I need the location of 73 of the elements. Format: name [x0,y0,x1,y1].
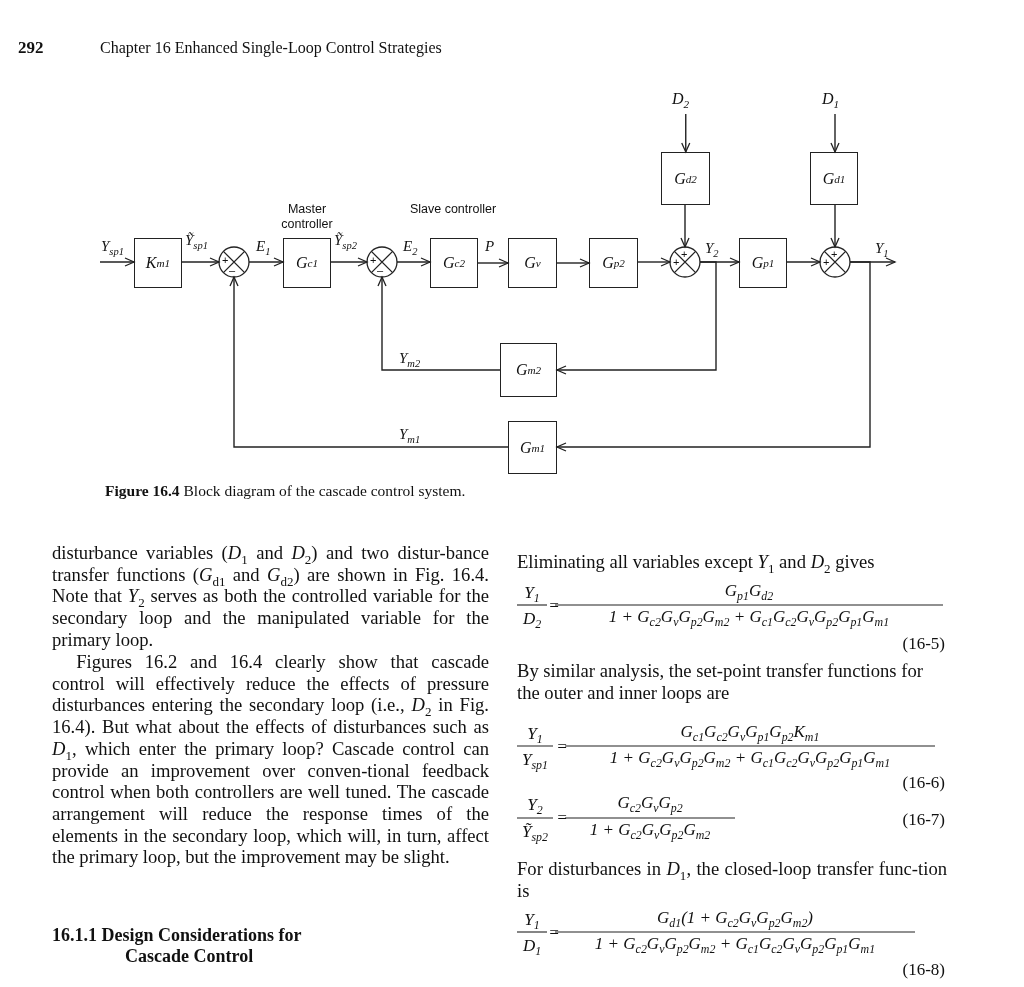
body-paragraph: By similar analysis, the set-point transfer functions for the outer and inner loops are [517,660,924,704]
equation-term: G$_{c2}$G$_{v}$G$_{p2}$ [616,793,684,813]
page-number: 292 [18,38,44,58]
summing-junction [819,246,851,278]
equation-term: Ỹ$_{sp2}$ [521,822,549,842]
arrow [830,204,840,248]
arrow [229,276,509,448]
equation-term: 1 + G$_{c2}$G$_{v}$G$_{p2}$G$_{m2}$ + G$_{c1}$G$_{c2}$G$_{v}$G$_{p2}$G$_{p1}$G$_{m1}$ [608,748,892,768]
controller-caption: Slave controller [408,202,498,217]
equation-term: Y$_{2}$ [526,795,544,815]
arrow [99,257,135,267]
arrow [556,258,590,268]
arrow [556,261,871,452]
edge-label: E$_{2}$ [402,238,419,254]
equals-sign: = [548,596,560,616]
sign-label: + [370,255,377,266]
equation-term: Y$_{sp1}$ [521,750,549,770]
equation-term: D$_{1}$ [521,936,543,956]
disturbance-label: D$_{1}$ [822,90,840,108]
edge-label: P [484,238,496,254]
equation-number: (16-7) [901,810,945,830]
summing-junction [218,246,250,278]
arrow [680,204,690,248]
sign-label: – [377,265,384,276]
equals-sign: = [556,808,568,828]
sign-label: + [673,257,680,268]
arrow [477,258,509,268]
sign-label: + [681,249,688,260]
sign-label: + [823,257,830,268]
edge-label: Y$_{1}$ [874,240,890,256]
body-paragraph: Figures 16.2 and 16.4 clearly show that cascade control will effectively reduce the effects of pressure disturbances entering the secondary loop (i.e., D$_{2}$ in Fig. 16.4). But what about the effects of disturbances such as D$_{1}$, which enter the primary loop? Cascade control can provide an improvement over conven-tional feedback control when both controllers are well tuned. The cascade arrangement will reduce the response times of the elements in the secondary loop, which will, in turn, affect the primary loop, but the improvement may be slight. [52,651,489,869]
disturbance-label: D$_{2}$ [672,90,690,108]
equals-sign: = [556,737,568,757]
edge-label: Y$_{m1}$ [398,426,422,442]
equals-sign: = [548,923,560,943]
equation-term: 1 + G$_{c2}$G$_{v}$G$_{p2}$G$_{m2}$ [588,820,712,840]
equation-term: Y$_{1}$ [523,910,541,930]
sign-label: + [831,249,838,260]
body-paragraph: For disturbances in D$_{1}$, the closed-loop transfer func-tion is [517,858,947,902]
equation-term: D$_{2}$ [521,609,543,629]
edge-label: Y$_{m2}$ [398,350,422,366]
equation-term: Y$_{1}$ [523,583,541,603]
arrow [786,257,821,267]
equation-term: G$_{d1}$(1 + G$_{c2}$G$_{v}$G$_{p2}$G$_{m2}$) [655,908,815,928]
summing-junction [669,246,701,278]
arrow [830,113,840,153]
section-heading: 16.1.1 Design Considerations for Cascade Control [52,925,303,967]
arrow [637,257,671,267]
arrow [330,257,368,267]
equation-number: (16-8) [901,960,945,980]
summing-junction [366,246,398,278]
equation-term: G$_{c1}$G$_{c2}$G$_{v}$G$_{p1}$G$_{p2}$K$_{m1}$ [679,722,821,742]
edge-label: Y$_{2}$ [704,240,720,256]
equation-term: 1 + G$_{c2}$G$_{v}$G$_{p2}$G$_{m2}$ + G$_{c1}$G$_{c2}$G$_{v}$G$_{p2}$G$_{p1}$G$_{m1}$ [593,934,877,954]
arrow [556,261,717,375]
arrow [396,257,431,267]
controller-caption: Master controller [280,202,334,232]
equation-term: 1 + G$_{c2}$G$_{v}$G$_{p2}$G$_{m2}$ + G$_{c1}$G$_{c2}$G$_{v}$G$_{p2}$G$_{p1}$G$_{m1}$ [607,607,891,627]
equation-number: (16-6) [901,773,945,793]
sign-label: – [229,265,236,276]
body-paragraph: Eliminating all variables except Y$_{1}$ and D$_{2}$ gives [517,551,876,573]
equation-term: G$_{p1}$G$_{d2}$ [723,581,775,601]
running-header: Chapter 16 Enhanced Single-Loop Control Strategies [100,39,442,57]
sign-label: + [222,255,229,266]
equation-term: Y$_{1}$ [526,724,544,744]
edge-label: E$_{1}$ [255,238,272,254]
arrow [377,276,501,371]
figure-caption: Figure 16.4 Block diagram of the cascade control system. [105,482,466,500]
arrow [248,257,284,267]
body-paragraph: disturbance variables (D$_{1}$ and D$_{2}$) and two distur-bance transfer functions (G$_{d1}$ and G$_{d2}$) are shown in Fig. 16.4. Note that Y$_{2}$ serves as both the controlled variable for the secondary loop and the manipulated variable for the primary loop. [52,542,489,651]
arrow [681,113,691,153]
equation-number: (16-5) [901,634,945,654]
arrow [181,257,220,267]
